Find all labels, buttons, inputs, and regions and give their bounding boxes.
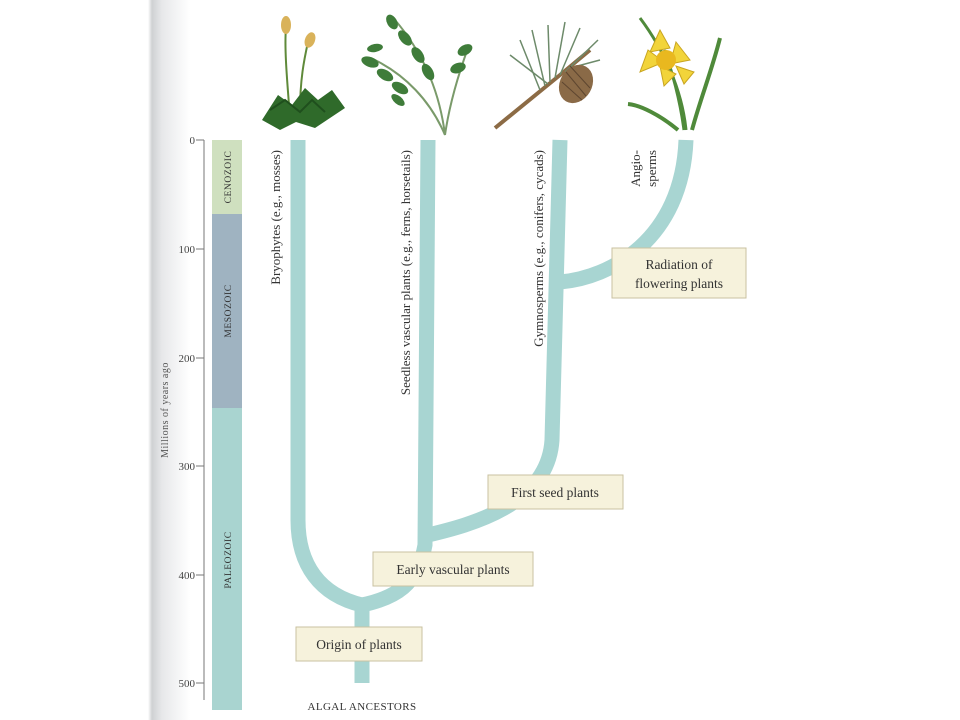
lineage-labels: Bryophytes (e.g., mosses) Seedless vascu…	[268, 150, 659, 395]
axis-tick-label: 100	[179, 244, 196, 256]
event-origin-of-plants: Origin of plants	[295, 626, 423, 662]
era-label-mesozoic: MESOZOIC	[224, 284, 234, 337]
era-label-paleozoic: PALEOZOIC	[224, 531, 234, 588]
phylogeny-branches	[290, 139, 694, 683]
time-axis: 0 100 200 300 400 500 Millions of years …	[160, 135, 205, 700]
daffodil-icon	[627, 17, 722, 132]
event-label: Origin of plants	[316, 637, 402, 652]
geologic-era-bar: CENOZOIC MESOZOIC PALEOZOIC	[212, 140, 242, 710]
event-early-vascular-plants: Early vascular plants	[372, 551, 534, 587]
event-first-seed-plants: First seed plants	[487, 474, 624, 510]
root-label: ALGAL ANCESTORS	[308, 701, 417, 713]
era-cenozoic	[212, 140, 242, 214]
axis-tick-label: 500	[179, 678, 196, 690]
era-paleozoic	[212, 408, 242, 710]
fern-icon	[361, 14, 473, 136]
axis-title: Millions of years ago	[160, 362, 171, 458]
event-label: flowering plants	[635, 276, 723, 291]
branch-angiosperms	[559, 139, 694, 290]
event-label: Early vascular plants	[396, 562, 509, 577]
lineage-label-angiosperms-line2: sperms	[644, 150, 659, 187]
moss-icon	[262, 16, 345, 130]
era-label-cenozoic: CENOZOIC	[224, 151, 234, 204]
event-boxes: Origin of plants Early vascular plants F…	[295, 247, 747, 662]
axis-tick-label: 300	[179, 461, 196, 473]
branch-vascular	[360, 139, 436, 613]
event-label: First seed plants	[511, 485, 599, 500]
event-radiation-of-flowering-plants: Radiation of flowering plants	[611, 247, 747, 299]
axis-tick-label: 200	[179, 353, 196, 365]
lineage-label-angiosperms-line1: Angio-	[628, 150, 643, 187]
era-mesozoic	[212, 214, 242, 408]
branch-bryophytes	[290, 140, 364, 613]
axis-tick-label: 0	[190, 135, 196, 147]
axis-tick-label: 400	[179, 570, 196, 582]
event-label: Radiation of	[645, 257, 713, 272]
pine-branch-icon	[493, 21, 601, 130]
lineage-label-gymnosperms: Gymnosperms (e.g., conifers, cycads)	[531, 150, 546, 347]
page-edge-shadow	[0, 0, 190, 720]
lineage-label-bryophytes: Bryophytes (e.g., mosses)	[268, 150, 283, 285]
lineage-label-seedless-vascular: Seedless vascular plants (e.g., ferns, h…	[398, 150, 413, 395]
